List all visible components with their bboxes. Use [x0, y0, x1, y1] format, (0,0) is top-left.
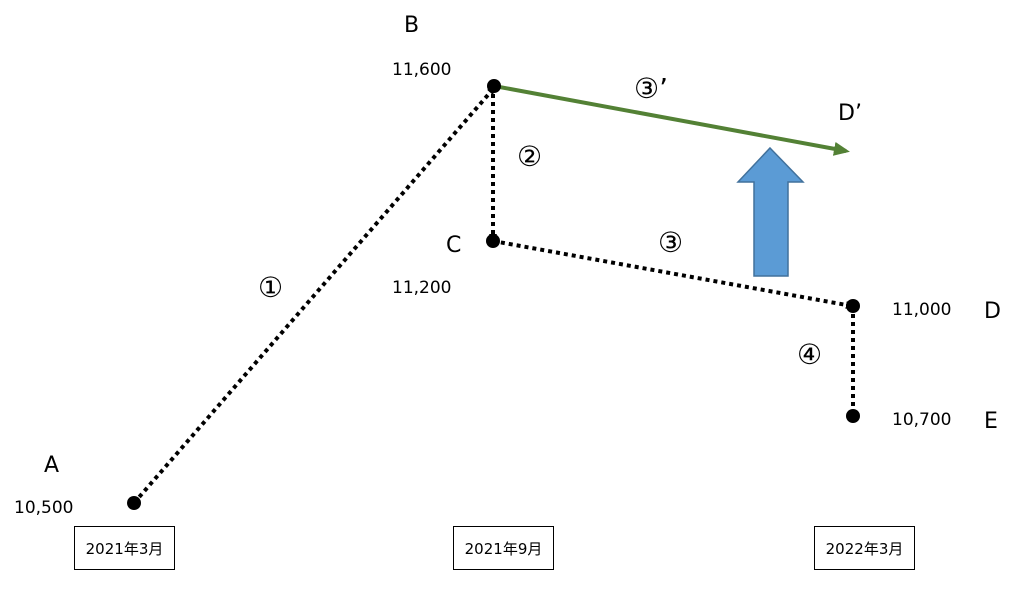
point-b-letter: B: [404, 13, 419, 38]
segment-3-c-to-d: [492, 239, 854, 309]
date-box-2021-march: 2021年3月: [74, 526, 175, 570]
step-3-label: ③: [658, 226, 683, 259]
segment-1-a-to-b: [132, 86, 496, 505]
point-a-letter: A: [44, 453, 59, 478]
point-d-prime-letter: D’: [838, 101, 862, 126]
segment-3-prime-b-to-d-prime: [493, 84, 850, 156]
point-a-value: 10,500: [14, 498, 73, 518]
date-box-2021-september: 2021年9月: [453, 526, 554, 570]
point-c-letter: C: [446, 233, 461, 258]
point-d-letter: D: [984, 299, 1001, 324]
date-box-2022-march: 2022年3月: [814, 526, 915, 570]
point-d-value: 11,000: [892, 300, 951, 320]
step-4-label: ④: [797, 338, 822, 371]
point-b: [487, 79, 501, 93]
point-d: [846, 299, 860, 313]
up-arrow-icon: [736, 146, 805, 277]
point-c: [486, 234, 500, 248]
point-e-letter: E: [984, 409, 998, 434]
point-a: [127, 496, 141, 510]
step-2-label: ②: [517, 140, 542, 173]
point-c-value: 11,200: [392, 278, 451, 298]
point-e: [846, 409, 860, 423]
point-e-value: 10,700: [892, 410, 951, 430]
point-b-value: 11,600: [392, 60, 451, 80]
step-1-label: ①: [258, 271, 283, 304]
step-3-prime-label: ③’: [634, 72, 668, 105]
